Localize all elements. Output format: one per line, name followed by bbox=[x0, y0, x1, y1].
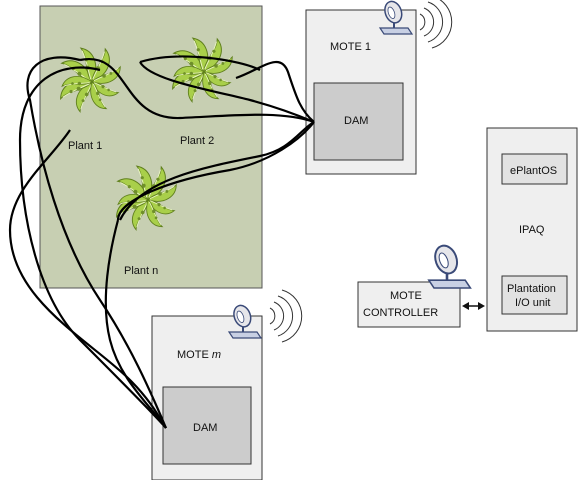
double-arrow-icon bbox=[462, 302, 485, 310]
mote-controller-label-line2: CONTROLLER bbox=[363, 307, 438, 319]
mote-1-title: MOTE 1 bbox=[330, 41, 371, 53]
plant-2-label: Plant 2 bbox=[180, 135, 214, 147]
mote-1-dam-box bbox=[313, 82, 404, 161]
mote-controller-box bbox=[357, 281, 461, 328]
plantation-field bbox=[39, 5, 263, 289]
plantation-io-label-line2: I/O unit bbox=[515, 297, 550, 309]
satellite-dish-icon bbox=[427, 241, 472, 290]
plant-n-label: Plant n bbox=[124, 265, 158, 277]
mote-m-title: MOTE m bbox=[177, 349, 221, 361]
mote-controller-label-line1: MOTE bbox=[390, 290, 422, 302]
mote-m-dam-label: DAM bbox=[193, 422, 217, 434]
ipaq-title: IPAQ bbox=[519, 224, 545, 236]
plantation-io-unit-box bbox=[501, 275, 568, 315]
eplantos-box bbox=[501, 153, 568, 185]
plant-1-label: Plant 1 bbox=[68, 140, 102, 152]
plantation-io-label-line1: Plantation bbox=[507, 283, 556, 295]
eplantos-label: ePlantOS bbox=[510, 165, 557, 177]
radio-waves-icon bbox=[269, 289, 303, 343]
mote-1-dam-label: DAM bbox=[344, 115, 368, 127]
sensor-wires bbox=[8, 55, 315, 429]
radio-waves-icon bbox=[419, 0, 453, 49]
